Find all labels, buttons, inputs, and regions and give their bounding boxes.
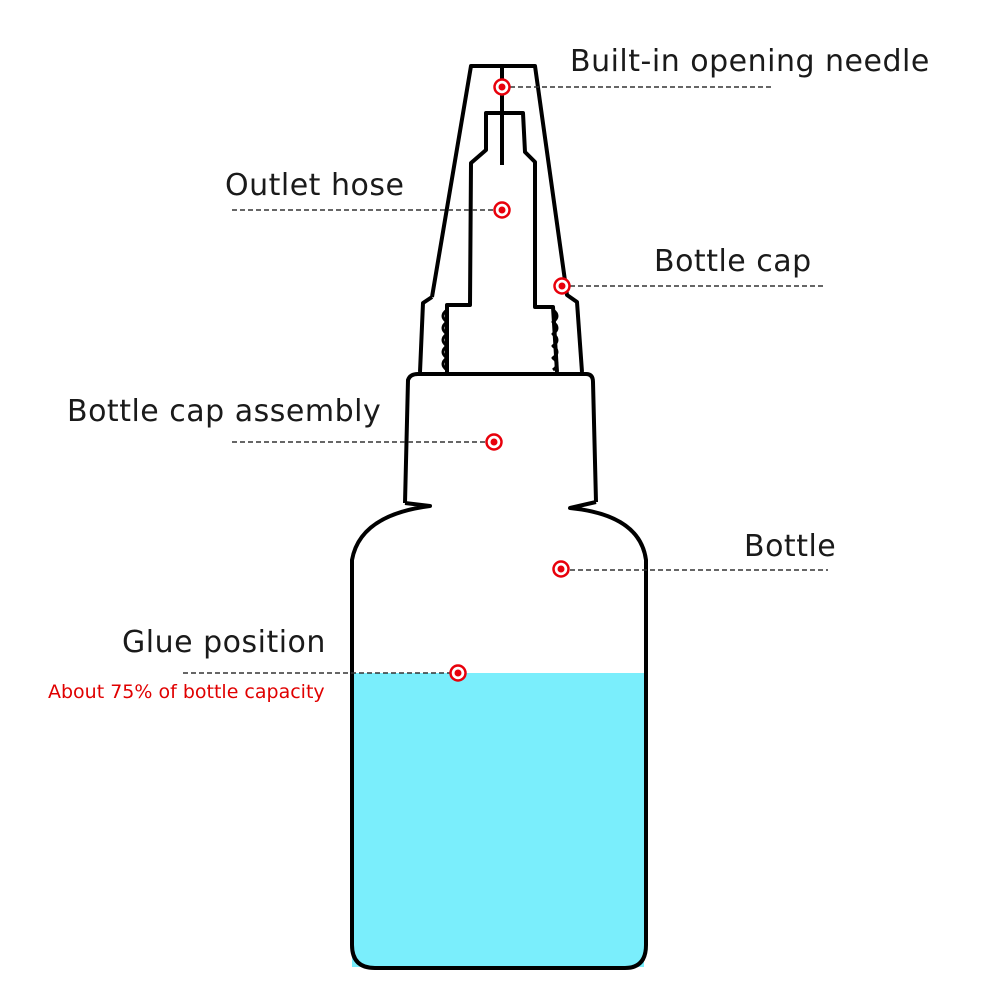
markers — [449, 78, 571, 682]
glue-note: About 75% of bottle capacity — [48, 681, 325, 703]
label-bottle: Bottle — [744, 529, 837, 564]
marker-icon — [493, 201, 511, 219]
label-hose: Outlet hose — [225, 168, 405, 203]
bottle-outline — [350, 500, 648, 970]
marker-icon — [449, 664, 467, 682]
label-needle: Built-in opening needle — [570, 44, 930, 79]
leader-lines — [183, 86, 828, 674]
marker-icon — [552, 560, 570, 578]
cap-threads-left — [441, 308, 449, 372]
glue-fill — [352, 673, 644, 967]
cap-outer-outline — [418, 64, 584, 373]
label-glue: Glue position — [122, 625, 326, 660]
cap-threads-right — [551, 308, 559, 372]
marker-icon — [485, 433, 503, 451]
label-cap: Bottle cap — [654, 244, 812, 279]
marker-icon — [493, 78, 511, 96]
label-assembly: Bottle cap assembly — [67, 394, 382, 429]
cap-assembly-outline — [403, 372, 598, 504]
outlet-hose-outline — [445, 111, 559, 373]
marker-icon — [553, 277, 571, 295]
